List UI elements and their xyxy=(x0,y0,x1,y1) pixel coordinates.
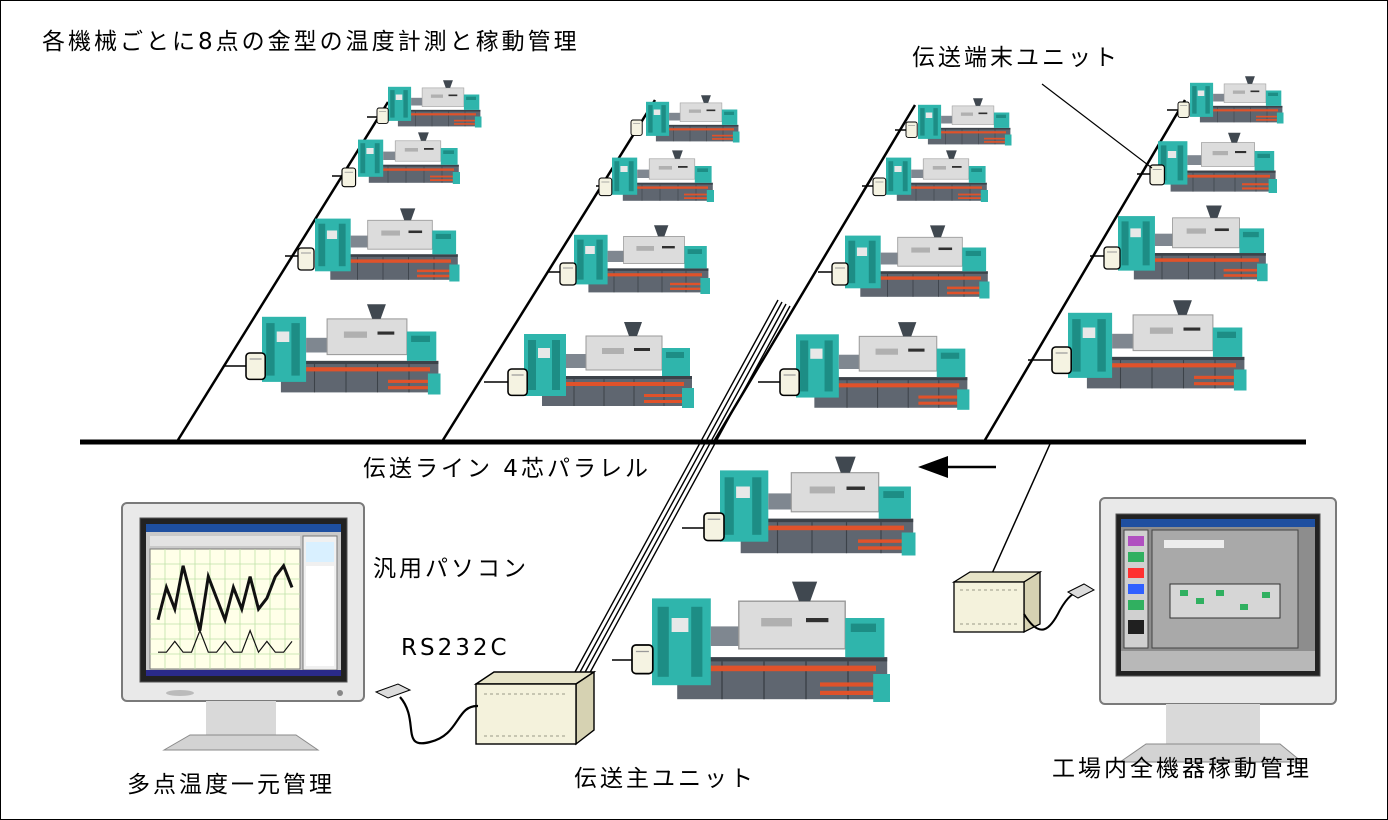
injection-machine xyxy=(885,150,989,203)
machine-group-2 xyxy=(441,94,740,441)
multi-point-temp-label: 多点温度一元管理 xyxy=(127,772,335,798)
graph-series-line xyxy=(156,562,294,631)
injection-machine xyxy=(917,97,1012,146)
main-unit-label: 伝送主ユニット xyxy=(574,766,756,792)
injection-machine xyxy=(387,79,482,128)
machine-group-3 xyxy=(713,97,1012,441)
injection-machine xyxy=(719,456,917,557)
factory-management-label: 工場内全機器稼動管理 xyxy=(1052,756,1312,782)
rs232c-label: RS232C xyxy=(401,635,510,661)
injection-machine xyxy=(1157,132,1278,194)
temperature-graph xyxy=(156,562,294,654)
management-monitor xyxy=(1099,497,1337,763)
injection-machine xyxy=(314,207,460,282)
injection-machine xyxy=(1189,75,1284,124)
injection-machine xyxy=(844,224,990,299)
graph-series-line xyxy=(158,628,293,654)
transmission-line-label: 伝送ライン 4芯パラレル xyxy=(363,456,651,482)
lower-machines xyxy=(612,456,917,703)
terminal-unit-label: 伝送端末ユニット xyxy=(912,45,1120,71)
injection-machine xyxy=(1067,299,1248,392)
injection-machine xyxy=(645,94,740,143)
serial-cable xyxy=(1023,583,1096,631)
pc-label: 汎用パソコン xyxy=(373,556,529,582)
left-arrow-icon xyxy=(918,456,996,478)
injection-machine xyxy=(261,303,442,396)
injection-machine xyxy=(651,580,891,703)
diagram-title: 各機械ごとに8点の金型の温度計測と稼動管理 xyxy=(42,29,580,55)
injection-machine xyxy=(795,321,970,411)
injection-machine xyxy=(523,321,695,409)
injection-machine xyxy=(573,224,711,295)
injection-machine xyxy=(1117,205,1269,282)
rs232c-cable xyxy=(374,683,479,745)
machine-group-4 xyxy=(983,75,1284,441)
main-transmission-unit xyxy=(473,670,597,746)
pc-monitor xyxy=(121,502,365,751)
factory-terminal-unit xyxy=(951,570,1043,634)
main-cable-bundle xyxy=(574,299,791,679)
machine-group-1 xyxy=(176,79,482,441)
injection-machine xyxy=(611,150,715,203)
injection-machine xyxy=(357,132,461,185)
